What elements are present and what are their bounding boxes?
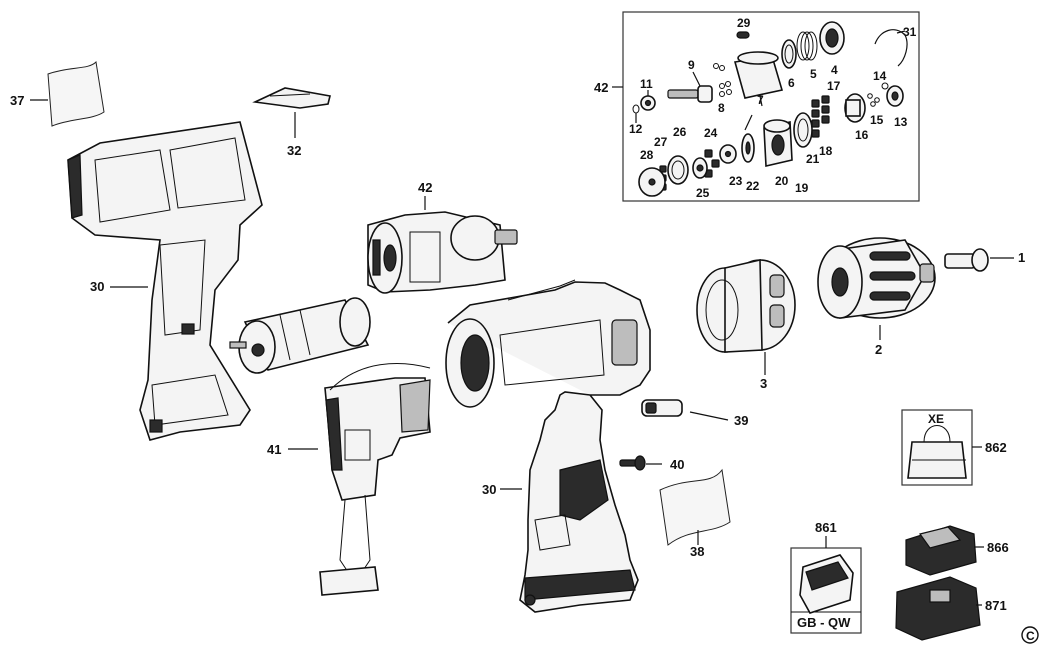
label-part-30-left: 30 [90, 279, 104, 294]
part-11-hole [644, 99, 652, 107]
case-861-box [790, 547, 862, 634]
label-part-9: 9 [688, 58, 695, 72]
battery-871 [895, 576, 981, 641]
part-1-chuck-screw [944, 248, 989, 272]
part-7-gear-housing [733, 51, 784, 107]
label-part-7: 7 [757, 93, 764, 107]
part-6-ring [781, 39, 797, 69]
label-part-2: 2 [875, 342, 882, 357]
label-part-39: 39 [734, 413, 748, 428]
part-29-pin [736, 31, 750, 39]
gearbox-assembly [367, 211, 518, 294]
part-26-ring [667, 155, 689, 185]
label-part-14: 14 [873, 69, 887, 83]
case-region-label: GB - QW [797, 615, 851, 630]
part-19-ring-gear [793, 112, 813, 148]
label-part-3: 3 [760, 376, 767, 391]
label-part-866: 866 [987, 540, 1009, 555]
label-part-21: 21 [806, 152, 820, 166]
label-part-16: 16 [855, 128, 869, 142]
label-part-38: 38 [690, 544, 704, 559]
label-part-37: 37 [10, 93, 24, 108]
gearbox-inset-panel [612, 11, 920, 202]
label-part-6: 6 [788, 76, 795, 90]
label-part-32: 32 [287, 143, 301, 158]
label-part-26: 26 [673, 125, 687, 139]
housing-half-left [67, 121, 263, 441]
part-9-spindle [667, 71, 713, 103]
label-part-18: 18 [819, 144, 833, 158]
label-part-41: 41 [267, 442, 281, 457]
part-31-clip [874, 29, 908, 67]
label-part-30-center: 30 [482, 482, 496, 497]
label-part-861: 861 [815, 520, 837, 535]
label-part-4: 4 [831, 63, 838, 77]
part-20-gear-case [763, 119, 793, 167]
label-part-12: 12 [629, 122, 643, 136]
part-4-collar [819, 21, 845, 55]
label-part-23: 23 [729, 174, 743, 188]
label-part-5: 5 [810, 67, 817, 81]
label-part-1: 1 [1018, 250, 1025, 265]
part-15-pins [867, 93, 880, 107]
label-part-24: 24 [704, 126, 718, 140]
kit-box-xe [901, 409, 973, 486]
part-40-screw [619, 455, 646, 471]
part-18-needle-stack [811, 99, 820, 138]
part-39-selector [641, 399, 683, 417]
label-part-42-assembly: 42 [418, 180, 432, 195]
part-14-ball [881, 82, 889, 90]
part-32-cover-plate [252, 87, 331, 109]
label-part-42-inset: 42 [594, 80, 608, 95]
label-part-27: 27 [654, 135, 668, 149]
label-part-29: 29 [737, 16, 751, 30]
label-part-862: 862 [985, 440, 1007, 455]
motor [229, 297, 371, 374]
part-5-spring [796, 31, 818, 61]
label-part-22: 22 [746, 179, 760, 193]
label-part-40: 40 [670, 457, 684, 472]
part-38-label-sheet [659, 468, 731, 546]
label-part-17: 17 [827, 79, 841, 93]
part-23-sun-gear [719, 144, 737, 164]
label-part-19: 19 [795, 181, 809, 195]
part-41-switch [319, 363, 431, 596]
housing-assembled [445, 279, 651, 613]
part-3-clutch-collar [696, 259, 796, 353]
label-part-871: 871 [985, 598, 1007, 613]
label-part-31: 31 [903, 25, 917, 39]
label-part-13: 13 [894, 115, 908, 129]
label-part-15: 15 [870, 113, 884, 127]
part-24-planets [704, 149, 720, 178]
copyright-icon [1021, 626, 1039, 644]
part-25-carrier [692, 157, 708, 179]
part-37-label-sheet [47, 60, 105, 127]
part-17-needle-stack [821, 95, 830, 124]
battery-866 [905, 525, 977, 576]
label-part-28: 28 [640, 148, 654, 162]
part-16-carrier [844, 93, 866, 123]
label-part-20: 20 [775, 174, 789, 188]
part-22-washer [741, 114, 755, 163]
part-2-chuck [817, 237, 936, 319]
label-part-11: 11 [640, 77, 653, 91]
label-part-8: 8 [718, 101, 725, 115]
label-part-25: 25 [696, 186, 710, 200]
kit-box-label: XE [928, 412, 944, 426]
part-13-nut [886, 85, 904, 107]
part-8-balls [713, 63, 732, 97]
copyright-letter: C [1026, 629, 1035, 643]
